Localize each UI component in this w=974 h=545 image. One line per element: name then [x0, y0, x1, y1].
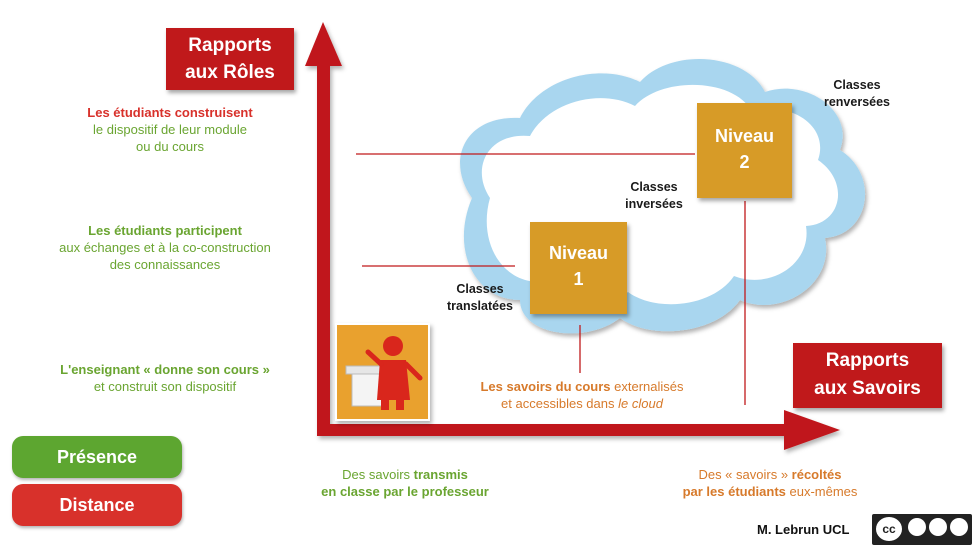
level-top-text: Les étudiants construisent le dispositif… — [40, 104, 300, 155]
level-bottom-text: L'enseignant « donne son cours » et cons… — [25, 361, 305, 395]
x-axis-title-box: Rapports aux Savoirs — [793, 343, 942, 408]
legend-presence: Présence — [12, 436, 182, 478]
legend-presence-label: Présence — [56, 447, 138, 467]
x-axis-title-line1: Rapports — [825, 350, 910, 371]
label-classes-translatees: Classes translatées — [432, 281, 528, 315]
level-middle-line2: aux échanges et à la co-construction — [59, 240, 271, 255]
cc-icon-text: cc — [882, 522, 896, 536]
legend-distance-label: Distance — [59, 495, 135, 515]
label-classes-renversees: Classes renversées — [802, 77, 912, 111]
connector-lines — [356, 153, 746, 405]
cc-icon: cc — [876, 517, 902, 541]
teacher-figure — [335, 323, 430, 421]
niveau-2-number: 2 — [739, 152, 750, 172]
y-axis-title-line1: Rapports — [188, 35, 272, 56]
cloud-caption-line2: et accessibles dans — [501, 396, 619, 411]
by-icon — [908, 518, 926, 536]
level-top-line3: ou du cours — [136, 139, 204, 154]
x-left-caption-line2: en classe par le professeur — [321, 484, 489, 499]
niveau-1-number: 1 — [573, 269, 584, 289]
level-top-line2: le dispositif de leur module — [93, 122, 247, 137]
cloud-caption: Les savoirs du cours externalisés et acc… — [432, 378, 732, 412]
sa-icon — [950, 518, 968, 536]
x-right-caption-bold: récoltés — [791, 467, 842, 482]
level-bottom-line2: et construit son dispositif — [93, 379, 237, 394]
level-top-line1: Les étudiants construisent — [87, 105, 253, 120]
label-renversees-line2: renversées — [823, 95, 891, 109]
niveau-2-box: Niveau 2 — [697, 103, 792, 198]
y-axis-title-line2: aux Rôles — [185, 62, 275, 83]
legend-distance: Distance — [12, 484, 182, 526]
x-right-caption: Des « savoirs » récoltés par les étudian… — [650, 466, 890, 500]
y-axis-title-box: Rapports aux Rôles — [166, 28, 294, 90]
niveau-2-word: Niveau — [714, 126, 775, 146]
cloud-caption-italic: le cloud — [618, 396, 663, 411]
x-left-caption-bold: transmis — [413, 467, 468, 482]
x-left-caption-pre: Des savoirs — [342, 467, 414, 482]
level-middle-line3: des connaissances — [109, 257, 221, 272]
label-inversees-line1: Classes — [630, 180, 678, 194]
label-translatees-line2: translatées — [446, 299, 513, 313]
nc-icon — [929, 518, 947, 536]
x-right-caption-pre: Des « savoirs » — [698, 467, 792, 482]
level-middle-text: Les étudiants participent aux échanges e… — [15, 222, 315, 273]
label-inversees-line2: inversées — [625, 197, 683, 211]
x-axis-title-line2: aux Savoirs — [814, 378, 921, 399]
level-bottom-line1: L'enseignant « donne son cours » — [60, 362, 270, 377]
cloud-caption-rest: externalisés — [610, 379, 684, 394]
niveau-1-word: Niveau — [548, 243, 609, 263]
x-left-caption: Des savoirs transmis en classe par le pr… — [285, 466, 525, 500]
label-renversees-line1: Classes — [833, 78, 881, 92]
label-translatees-line1: Classes — [456, 282, 504, 296]
axis-arrows — [305, 22, 840, 450]
niveau-1-box: Niveau 1 — [530, 222, 627, 314]
x-right-caption-post: eux-mêmes — [785, 484, 858, 499]
cloud-caption-bold: Les savoirs du cours — [480, 379, 611, 394]
x-right-caption-bold2: par les étudiants — [682, 484, 786, 499]
author-credit: M. Lebrun UCL — [757, 522, 850, 537]
cc-license-badge: cc — [872, 514, 972, 545]
level-middle-line1: Les étudiants participent — [88, 223, 242, 238]
label-classes-inversees: Classes inversées — [606, 179, 702, 213]
